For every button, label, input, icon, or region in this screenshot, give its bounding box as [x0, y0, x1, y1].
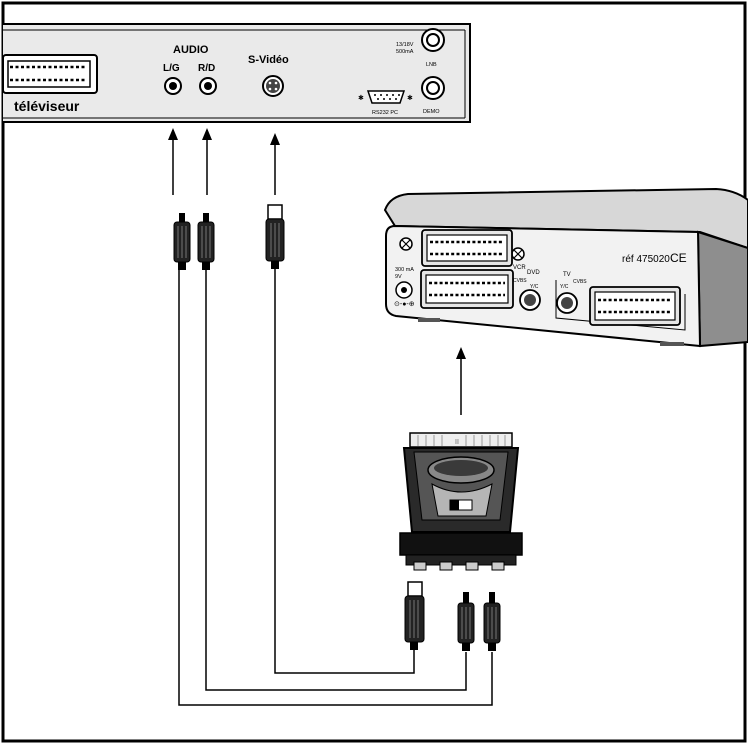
svideo-jack — [262, 75, 284, 97]
arrows-to-tv — [168, 128, 280, 195]
tv-yc-label: Y/C — [560, 284, 569, 290]
tv-scart-out-connector — [589, 286, 681, 326]
dvd-yc-label: Y/C — [530, 284, 539, 290]
cable-left-audio — [178, 270, 493, 706]
tv-cvbs-label: CVBS — [573, 279, 587, 285]
screw-icon — [511, 247, 525, 261]
svg-text:✱: ✱ — [407, 94, 413, 102]
rca-plug-left-top — [173, 213, 191, 270]
tv-out-label: TV — [563, 272, 571, 278]
svg-text:✱: ✱ — [358, 94, 364, 102]
audio-left-label: L/G — [163, 63, 180, 74]
cable-right-audio — [205, 270, 467, 691]
tv-rear-panel: téléviseur AUDIO L/G R/D S-Vidéo 13/18V … — [2, 23, 471, 123]
power-label-2: 500mA — [396, 49, 414, 55]
lnb-label: LNB — [426, 62, 437, 68]
dvd-cvbs-label: CVBS — [513, 278, 527, 284]
vcr-label: VCR — [513, 265, 526, 271]
rs232-label: RS232 PC — [372, 110, 398, 116]
svideo-label: S-Vidéo — [248, 54, 289, 66]
rs232-port: ✱ ✱ — [358, 90, 413, 104]
dvd-svideo-jack — [519, 289, 541, 311]
dvd-scart-connector — [420, 269, 514, 309]
audio-right-jack — [199, 77, 217, 95]
arrow-to-device — [456, 347, 466, 415]
demo-label: DEMO — [423, 109, 440, 115]
ref-label: réf 475020 — [622, 254, 670, 265]
audio-left-jack — [164, 77, 182, 95]
adapter-label: II — [455, 439, 459, 446]
tv-label: téléviseur — [14, 98, 80, 114]
lnb-connector — [421, 28, 445, 52]
audio-label: AUDIO — [173, 44, 209, 56]
rca-plug-left-bottom — [483, 592, 501, 651]
tv-scart-connector — [2, 54, 98, 94]
power-label-1: 13/18V — [396, 42, 414, 48]
audio-right-label: R/D — [198, 63, 215, 74]
scart-adapter: II — [399, 432, 523, 571]
cable-svideo — [274, 269, 415, 674]
dvd-label: DVD — [527, 270, 540, 276]
svg-text:⊙-●-⊕: ⊙-●-⊕ — [394, 301, 415, 308]
device-power-label-2: 9V — [395, 274, 402, 280]
rca-plug-right-bottom — [457, 592, 475, 651]
tv-svideo-jack — [556, 292, 578, 314]
power-jack: ⊙-●-⊕ — [394, 281, 415, 308]
device-box: VCR réf 475020 CE 300 mA 9V ⊙-●-⊕ DVD CV… — [383, 187, 748, 348]
rca-plug-right-top — [197, 213, 215, 270]
screw-icon — [399, 237, 413, 251]
ce-mark: CE — [670, 251, 687, 265]
vcr-scart-connector — [421, 229, 513, 267]
cables — [178, 269, 493, 706]
svideo-plug-top — [265, 204, 285, 269]
svideo-plug-bottom — [404, 581, 425, 650]
demo-connector — [421, 76, 445, 100]
device-power-label-1: 300 mA — [395, 267, 414, 273]
